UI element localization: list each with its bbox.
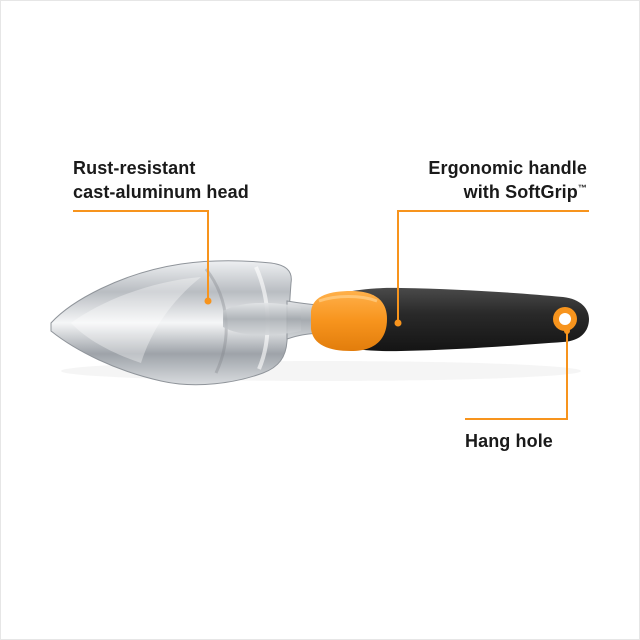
callout-hole-line1: Hang hole bbox=[465, 431, 553, 451]
callout-aluminum-head: Rust-resistant cast-aluminum head bbox=[73, 156, 249, 204]
callout-hang-hole: Hang hole bbox=[465, 429, 553, 453]
callout-grip-line2: with SoftGrip bbox=[463, 182, 578, 202]
callout-head-line1: Rust-resistant bbox=[73, 158, 196, 178]
aluminum-head bbox=[50, 260, 320, 386]
hang-hole bbox=[553, 307, 577, 331]
leader-lines bbox=[73, 210, 589, 420]
softgrip-handle bbox=[311, 287, 589, 352]
callout-head-line2: cast-aluminum head bbox=[73, 182, 249, 202]
leader-dots bbox=[204, 297, 570, 334]
callout-grip-line2-wrap: with SoftGrip™ bbox=[428, 180, 587, 204]
callout-softgrip-handle: Ergonomic handle with SoftGrip™ bbox=[428, 156, 587, 204]
callout-grip-line1: Ergonomic handle bbox=[428, 158, 587, 178]
trademark-mark: ™ bbox=[577, 183, 587, 193]
